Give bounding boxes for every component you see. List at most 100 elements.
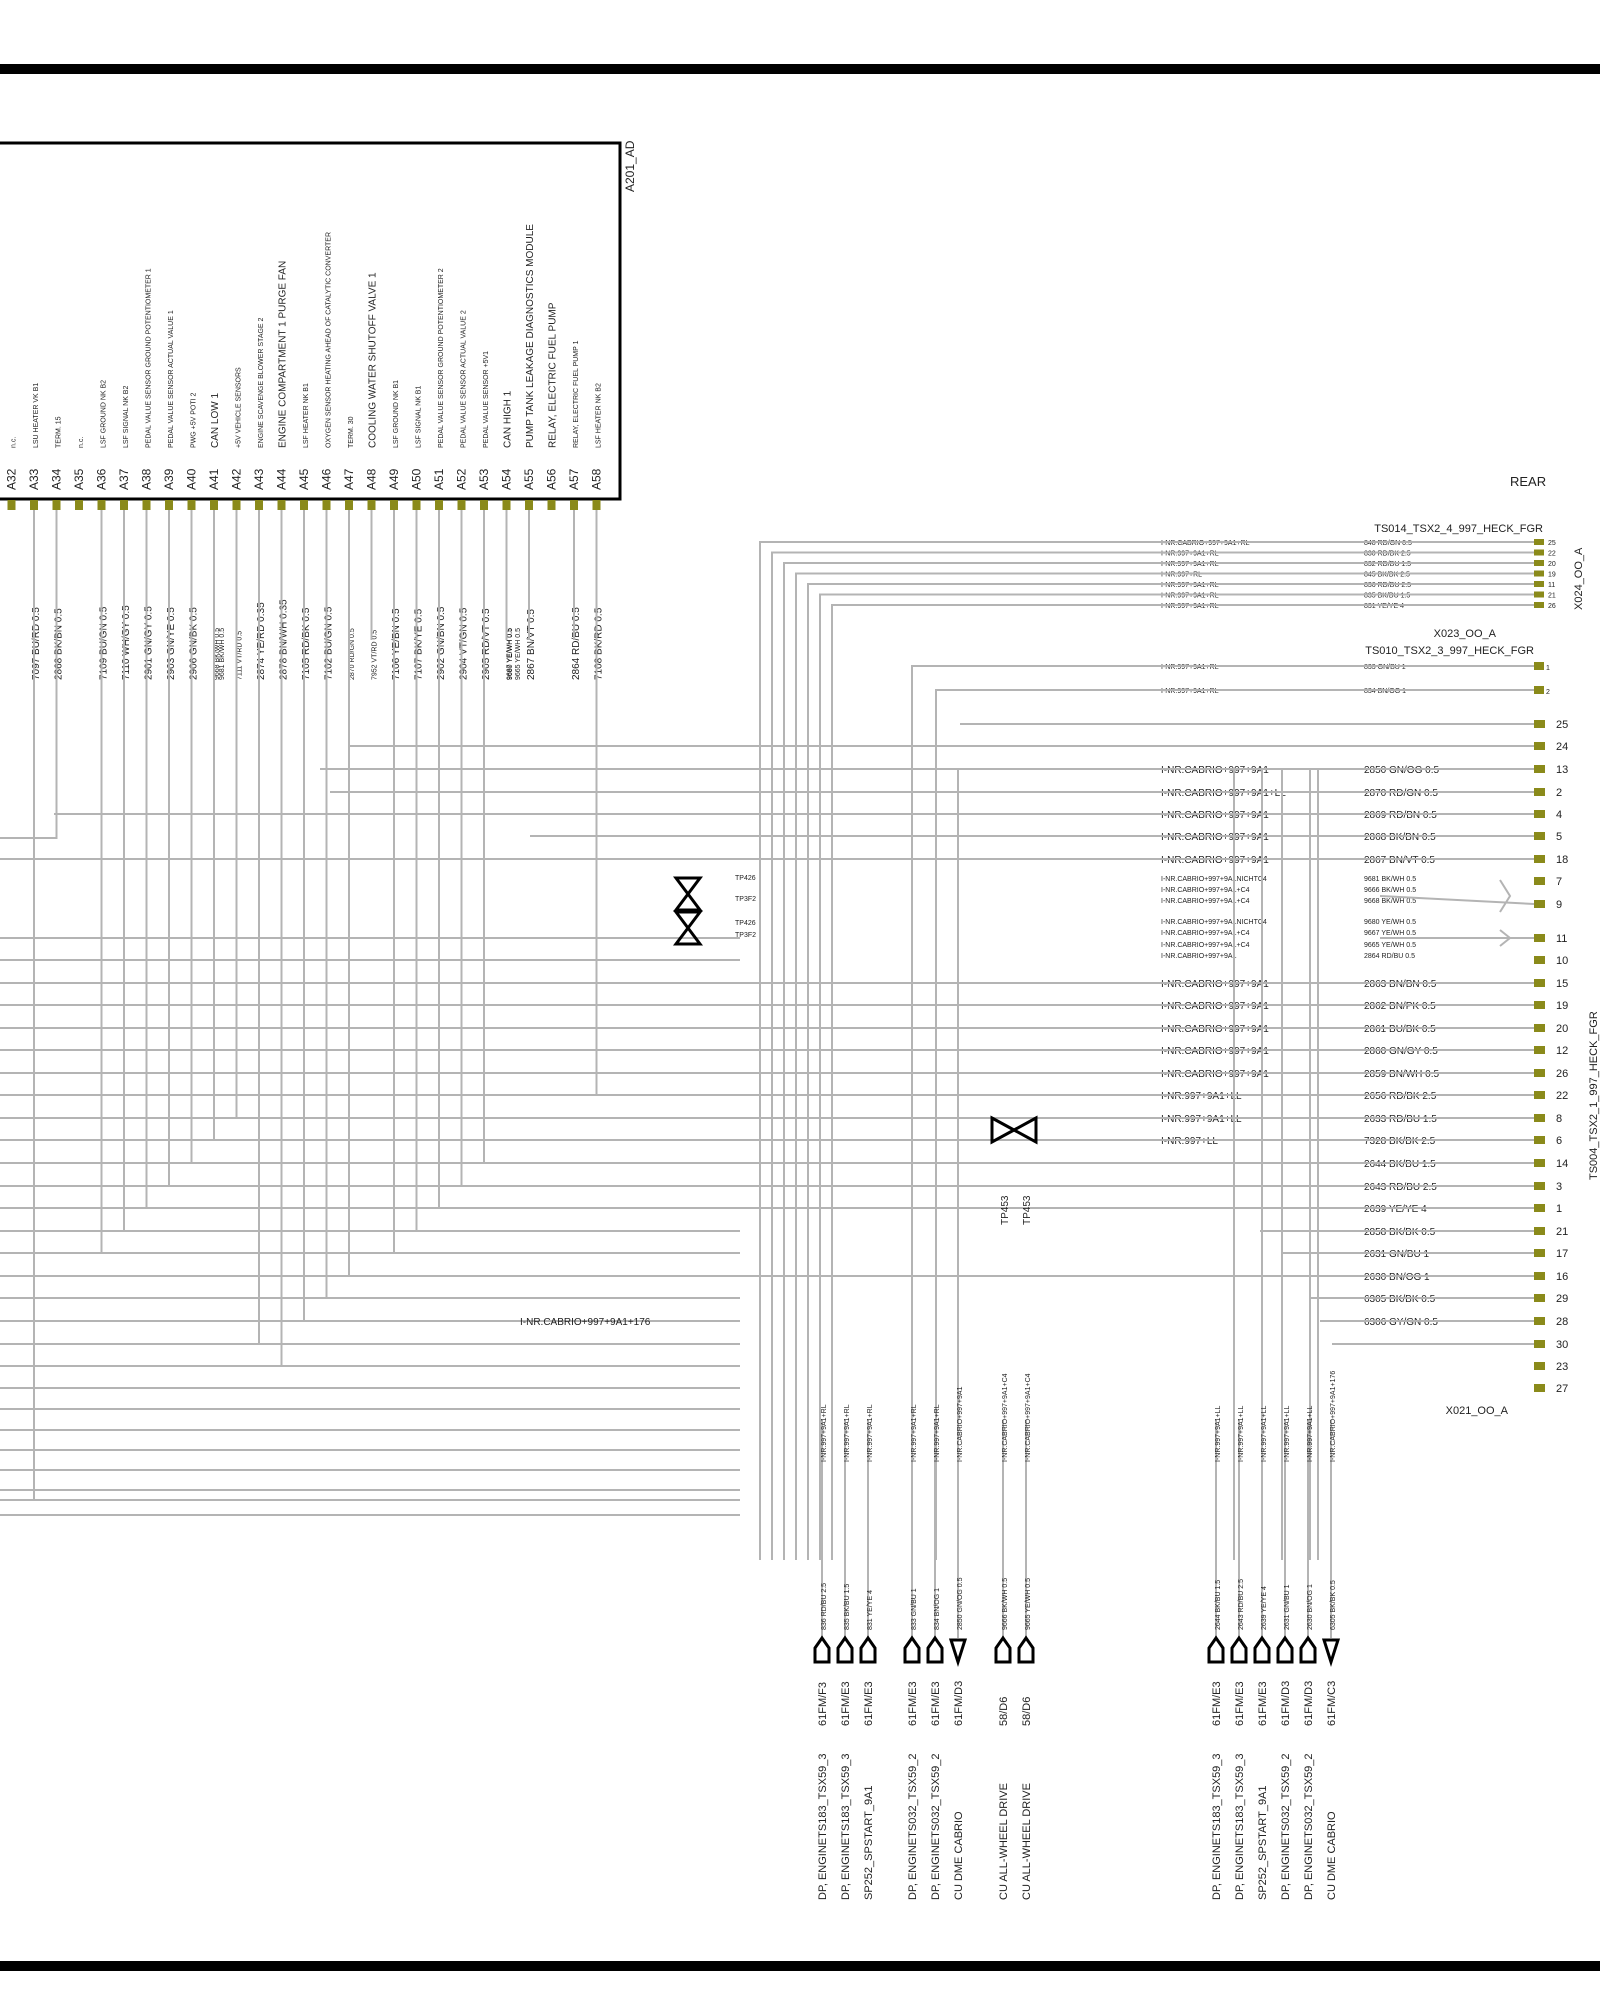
connector-id: X023_OO_A [1434,628,1497,640]
module-pin-label: PWG +5V POTI 2 [191,392,198,448]
net-label: I-NR.997+LL [1161,1136,1218,1147]
connector-pin [1534,1384,1545,1392]
wire-label: 6305 BK/BK 0.5 [1364,1294,1436,1305]
connector-diamond [859,1635,877,1664]
wire-label: 2860 GN/GY 0.5 [1364,1046,1438,1057]
module-pin-number: A35 [72,468,86,490]
net-label: I-NR.CABRIO+997+9A1 [1161,1024,1269,1035]
module-pin-label: RELAY, ELECTRIC FUEL PUMP [548,302,559,448]
connector-pin-number: 19 [1556,1000,1568,1012]
connector-reference: 61FM/E3 [930,1681,942,1726]
module-pin-number: A39 [162,468,176,490]
connector-pin-number: 1 [1556,1203,1562,1215]
module-pin [547,500,556,510]
connector-pin [1534,742,1545,750]
connector-pin [1534,1340,1545,1348]
connector-pin [1534,1046,1545,1054]
twist-point-label: TP426 [735,875,756,882]
module-pin-number: A37 [117,468,131,490]
module-pin-number: A50 [410,468,424,490]
module-pin-number: A44 [275,468,289,490]
wire-label: 2630 BN/OG 1 [1307,1584,1314,1630]
connector-pin [1534,1317,1545,1325]
connector-destination: CU ALL-WHEEL DRIVE [998,1783,1010,1900]
connector-destination: DP, ENGINETS183_TSX59_3 [1234,1753,1246,1900]
net-label: I-NR.CABRIO+997+9A1+LL [1161,788,1286,799]
module-pin-number: A47 [342,468,356,490]
connector-pin-number: 22 [1556,1090,1568,1102]
module-wire-label: 2874 YE/RD 0.35 [256,602,267,680]
module-pin [165,500,173,510]
module-wire-label: 7110 WH/GY 0.5 [121,605,132,680]
connector-pin [1534,788,1545,796]
wire-label: 834 BN/OG 1 [1364,688,1406,695]
module-pin [525,500,533,510]
module-pin [390,500,398,510]
module-pin-label: PEDAL VALUE SENSOR ACTUAL VALUE 2 [461,310,468,448]
connector-pin-number: 3 [1556,1181,1562,1193]
connector-pin [1534,662,1544,670]
connector-pin-number: 12 [1556,1045,1568,1057]
connector-destination: CU DME CABRIO [1326,1811,1338,1900]
connector-pin [1534,591,1544,598]
wire-label: 9666 BK/WH 0.5 [1002,1578,1009,1630]
module-pin-number: A42 [230,468,244,490]
connector-pin-number: 2 [1546,689,1550,696]
wire [911,665,1534,1560]
wire [0,640,125,1232]
connector-arrow [1499,879,1512,913]
twist-marker [673,910,703,946]
module-pin-number: A51 [432,468,446,490]
wire-label: 832 RD/BU 1.5 [1364,561,1411,568]
connector-diamond [1207,1635,1225,1664]
wire-label: 831 YE/YE 4 [1364,603,1404,610]
connector-pin [1534,1114,1545,1122]
connector-pin [1534,720,1545,728]
module-wire-label: 7106 YE/BN 0.5 [391,608,402,680]
connector-pin-number: 8 [1556,1113,1562,1125]
wire [0,640,103,1254]
module-pin-label: PEDAL VALUE SENSOR +5V1 [483,351,490,448]
module-pin [232,500,241,510]
module-pin [367,500,376,510]
connector-pin-number: 27 [1556,1383,1568,1395]
wire-label: 9665 YE/WH 0.5 [1025,1578,1032,1630]
net-label: I-NR.997+9A1+RL [1161,603,1219,610]
module-pin-label: LSF HEATER NK B2 [596,383,603,448]
wire-label: 2863 BN/BN 0.5 [1364,979,1437,990]
net-label: I-NR.CABRIO+997+9A1 [1161,855,1269,866]
wire [935,689,1534,1560]
twist-marker [1010,1115,1038,1145]
wire-label: 2643 RD/BU 2.5 [1238,1579,1245,1630]
connector-diamond [1299,1635,1317,1664]
net-label: I-NR.997+9A1+RL [867,1404,874,1462]
wire-label: 2630 BN/OG 1 [1364,1272,1430,1283]
connector-pin-number: 19 [1548,572,1556,579]
connector-reference: 61FM/E3 [1211,1681,1223,1726]
connector-pin [1534,1204,1545,1212]
connector-pin [1534,1182,1545,1190]
connector-pin [1534,560,1544,566]
module-wire-label: 9681 BK/WH 0.5 [219,628,226,680]
connector-pin [1534,1249,1545,1257]
connector-pin [1534,1001,1545,1009]
connector-destination: DP, ENGINETS032_TSX59_2 [1303,1753,1315,1900]
net-label: I-NR.997+9A1+RL [1161,561,1219,568]
module-pin-label: PEDAL VALUE SENSOR GROUND POTENTIOMETER … [146,268,153,448]
module-pin-label: LSU HEATER VK B1 [33,383,40,448]
module-pin-number: A40 [185,468,199,490]
bottom-border [0,1961,1600,1971]
wire-label: 2869 RD/BN 0.5 [1364,810,1437,821]
connector-pin [1534,810,1545,818]
module-pin [480,500,488,510]
module-pin-number: A32 [5,468,19,490]
module-pin-label: CAN LOW 1 [210,393,221,448]
module-wire-label: 2906 GN/BK 0.5 [189,607,200,680]
wire [0,640,350,1277]
connector-destination: DP, ENGINETS032_TSX59_2 [1280,1753,1292,1900]
wire-label: 836 RD/BU 2.5 [821,1583,828,1630]
wire [819,593,1534,1560]
net-label: I-NR.997+9A1+LL [1161,1091,1242,1102]
wire-label: 2859 BN/WH 0.5 [1364,1069,1439,1080]
